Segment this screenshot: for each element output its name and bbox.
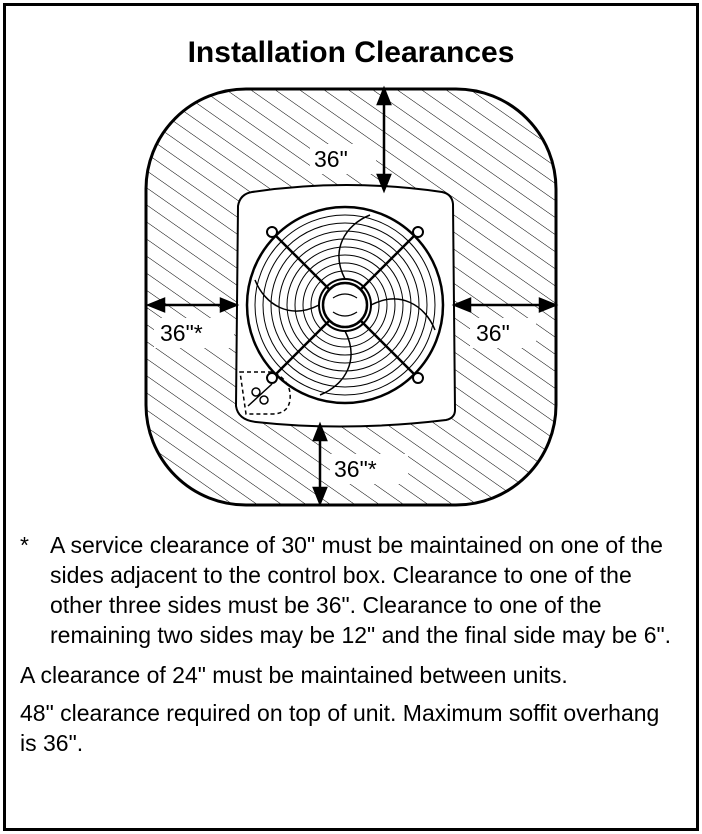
asterisk-marker: * <box>20 532 29 558</box>
top-clearance-label: 36" <box>314 146 348 172</box>
between-units-note: A clearance of 24" must be maintained be… <box>20 662 568 688</box>
right-clearance-label: 36" <box>476 320 510 346</box>
clearance-labels: 36" 36"* 36" 36"* <box>154 144 536 484</box>
left-clearance-label: 36"* <box>160 320 203 346</box>
bottom-clearance-label: 36"* <box>334 456 377 482</box>
control-box <box>239 371 291 415</box>
clearance-notes: * A service clearance of 30" must be mai… <box>20 530 680 758</box>
asterisk-note: * A service clearance of 30" must be mai… <box>20 530 680 650</box>
top-clearance-note: 48" clearance required on top of unit. M… <box>20 700 660 756</box>
fan-guard <box>245 205 445 405</box>
asterisk-note-text: A service clearance of 30" must be maint… <box>50 532 672 648</box>
diagram-frame <box>3 3 699 831</box>
page-title: Installation Clearances <box>187 36 515 69</box>
dimension-arrows <box>145 85 559 507</box>
mounting-bolts <box>266 226 424 384</box>
